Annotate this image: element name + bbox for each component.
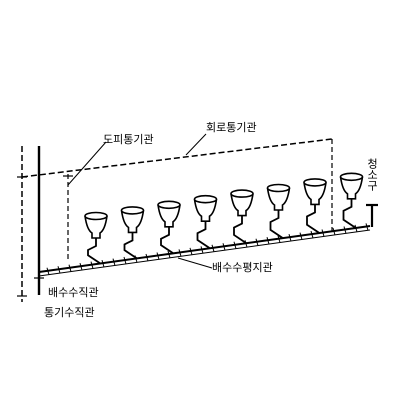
circuit-vent-leader xyxy=(185,133,207,156)
relief-vent-label: 도피통기관 xyxy=(103,133,154,146)
drain-joint-tick xyxy=(178,249,182,257)
toilet-fixture xyxy=(230,189,254,244)
vent-stack-label: 통기수직관 xyxy=(44,306,95,319)
drain-joint-tick xyxy=(277,235,281,243)
horizontal-drain-pipe-lower xyxy=(38,229,371,277)
drain-joint-tick xyxy=(167,250,171,259)
drain-joint-tick xyxy=(255,238,259,246)
drain-joint-tick xyxy=(57,266,61,274)
cleanout-label: 청소구 xyxy=(366,158,379,191)
drain-joint-tick xyxy=(244,240,248,248)
drain-joint-tick xyxy=(101,259,105,268)
circuit-vent-label: 회로통기관 xyxy=(206,121,257,134)
fixture-group xyxy=(84,172,364,264)
drain-joint-tick xyxy=(200,246,204,254)
toilet-fixture xyxy=(120,206,145,259)
drain-fittings xyxy=(46,223,369,275)
horizontal-drain-pipe-upper xyxy=(38,225,371,273)
drain-joint-tick xyxy=(112,258,116,266)
horizontal-drain-leader xyxy=(177,257,213,269)
drain-joint-tick xyxy=(321,229,325,237)
drain-joint-tick xyxy=(354,224,358,233)
drain-joint-tick xyxy=(189,247,193,256)
drain-joint-tick xyxy=(365,223,369,231)
toilet-fixture xyxy=(266,183,291,239)
drain-joint-tick xyxy=(332,227,336,236)
drain-joint-tick xyxy=(288,233,292,242)
horizontal-drain-label: 배수수평지관 xyxy=(212,261,273,274)
toilet-fixture xyxy=(84,211,108,264)
drain-joint-tick xyxy=(156,252,160,260)
drain-joint-tick xyxy=(211,244,215,252)
drain-joint-tick xyxy=(343,226,347,234)
drain-joint-tick xyxy=(145,253,149,262)
drain-joint-tick xyxy=(134,255,138,263)
toilet-fixture xyxy=(157,200,181,254)
drain-stack-label: 배수수직관 xyxy=(48,286,99,299)
drain-joint-tick xyxy=(123,256,127,265)
drain-joint-tick xyxy=(310,230,314,239)
cleanout-fitting xyxy=(366,203,378,227)
drain-joint-tick xyxy=(266,237,270,245)
circuit-vent-pipe xyxy=(21,138,333,178)
drain-joint-tick xyxy=(46,267,50,275)
toilet-fixture xyxy=(339,172,364,229)
drain-joint-tick xyxy=(233,241,237,249)
toilet-fixture xyxy=(303,178,327,234)
toilet-fixture xyxy=(193,194,218,249)
drain-joint-tick xyxy=(299,232,303,240)
drain-joint-tick xyxy=(90,261,94,269)
drain-joint-tick xyxy=(222,243,226,251)
drain-joint-tick xyxy=(79,263,83,271)
drain-joint-tick xyxy=(68,264,72,272)
relief-vent-leader xyxy=(67,141,107,186)
